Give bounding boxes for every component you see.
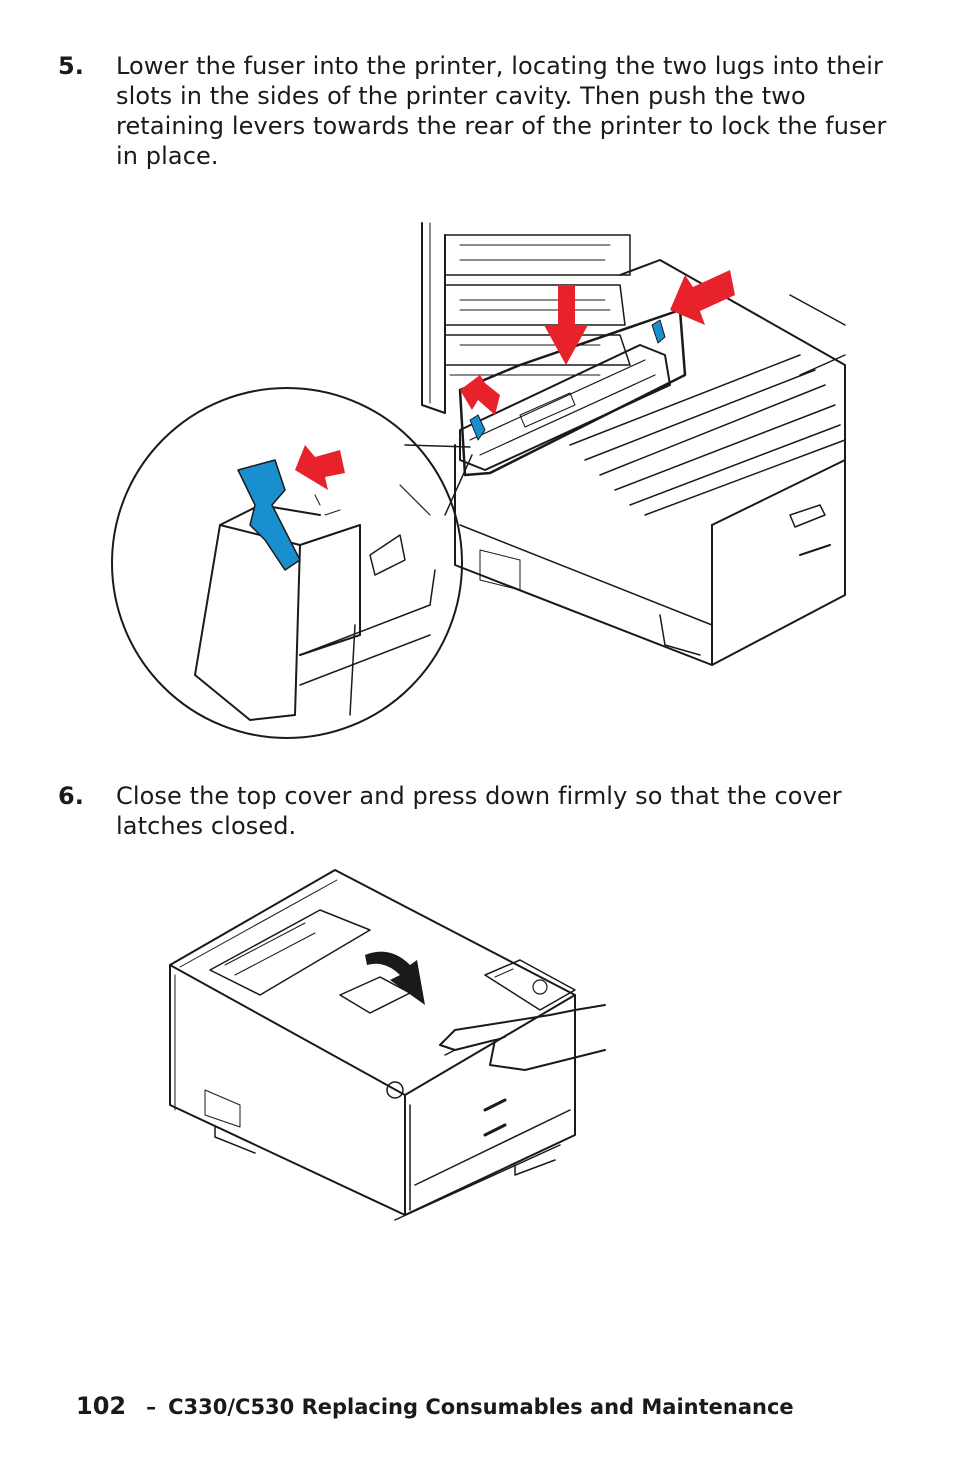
hand-drawing (439, 1004, 606, 1071)
fuser-installation-illustration (100, 215, 860, 745)
step-6-number: 6. (58, 782, 84, 810)
step-6-text: Close the top cover and press down firml… (116, 782, 842, 840)
footer-title: C330/C530 Replacing Consumables and Main… (168, 1395, 794, 1419)
page-footer: 102–C330/C530 Replacing Consumables and … (76, 1392, 896, 1426)
step-5-number: 5. (58, 52, 84, 80)
open-printer-drawing (421, 222, 846, 666)
step-5-text: Lower the fuser into the printer, locati… (116, 52, 887, 170)
close-cover-illustration (155, 865, 615, 1240)
red-arrow-icons (460, 270, 735, 415)
curved-arrow-icon (365, 951, 425, 1005)
closed-printer-drawing (169, 869, 576, 1221)
callout-lines (404, 444, 473, 516)
footer-separator: – (146, 1395, 157, 1419)
page-number: 102 (76, 1392, 127, 1420)
magnified-lever-detail (111, 387, 463, 739)
